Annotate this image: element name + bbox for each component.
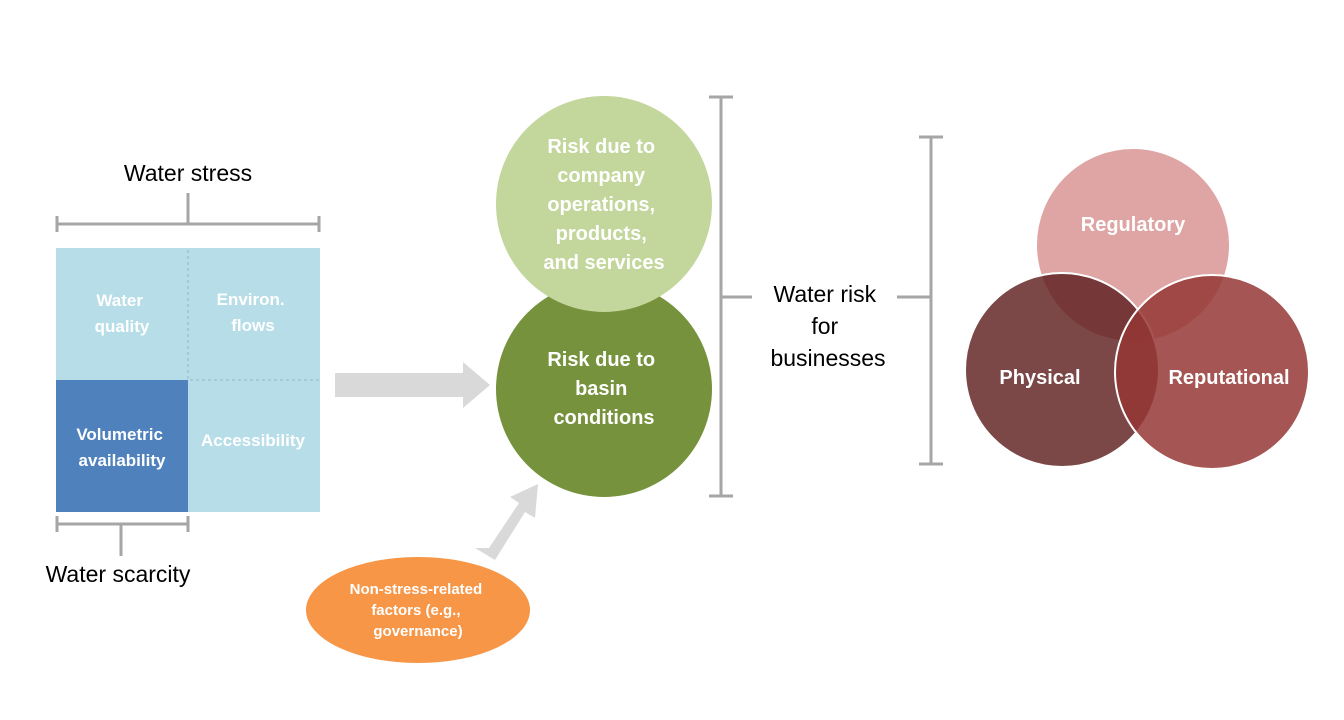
- circle-basin-conditions-label: Risk due to basin conditions: [547, 349, 660, 429]
- cell-volumetric-availability-label: Volumetric availability: [76, 425, 167, 470]
- arrow-diagonal: [475, 484, 538, 560]
- venn-reputational-label: Reputational: [1168, 367, 1289, 389]
- circle-company-operations: [496, 96, 712, 312]
- cell-environ-flows-label: Environ. flows: [217, 290, 290, 335]
- cell-accessibility-label: Accessibility: [201, 431, 305, 450]
- venn-physical-label: Physical: [999, 367, 1080, 389]
- cell-accessibility: [188, 380, 320, 512]
- water-scarcity-label: Water scarcity: [46, 561, 191, 587]
- venn-circle-reputational: [1114, 274, 1310, 470]
- circle-basin-conditions: [496, 281, 712, 497]
- water-stress-label: Water stress: [124, 160, 252, 186]
- water-scarcity-bracket: [55, 516, 190, 556]
- cell-water-quality: [56, 248, 188, 380]
- cell-volumetric-availability: [56, 380, 188, 512]
- water-stress-matrix: [56, 248, 320, 512]
- cell-water-quality-label: Water quality: [95, 291, 150, 336]
- water-risk-label: Water risk for businesses: [770, 281, 885, 371]
- cell-environ-flows: [188, 248, 320, 380]
- venn-diagram: [964, 147, 1310, 470]
- circle-company-operations-label: Risk due to company operations, products…: [543, 136, 664, 274]
- oval-non-stress-factors-label: Non-stress-related factors (e.g., govern…: [350, 581, 487, 640]
- water-risk-bracket-right: [897, 135, 943, 466]
- arrow-right: [335, 362, 490, 408]
- oval-non-stress-factors: [306, 557, 530, 663]
- water-risk-bracket-left: [709, 95, 752, 498]
- venn-regulatory-label: Regulatory: [1081, 214, 1186, 236]
- water-stress-bracket: [55, 193, 321, 232]
